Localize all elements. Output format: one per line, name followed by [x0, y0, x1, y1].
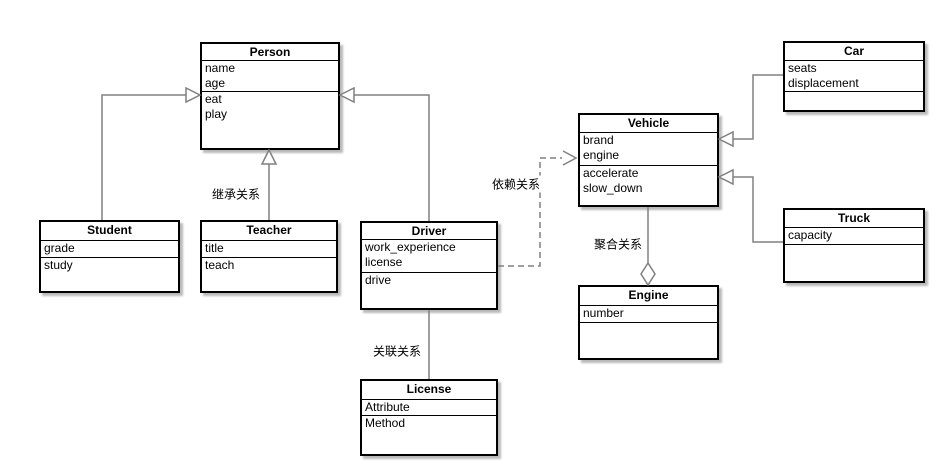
attribute: seats	[788, 61, 817, 75]
class-license: License Attribute Method	[360, 379, 498, 456]
edge-student-person-inheritance	[101, 86, 202, 220]
attribute: number	[583, 306, 624, 320]
method: play	[205, 107, 228, 121]
attribute: license	[365, 255, 403, 269]
open-arrowhead-icon	[562, 150, 578, 166]
class-student-methods: study	[41, 257, 178, 291]
edge-car-vehicle-inheritance	[717, 74, 783, 148]
edge-vehicle-engine-aggregation	[640, 207, 656, 287]
class-student-attributes: grade	[41, 240, 178, 257]
class-car: Car seats displacement	[783, 41, 925, 112]
edge-label-inheritance: 继承关系	[210, 185, 262, 203]
edge-label-aggregation: 聚合关系	[592, 235, 644, 253]
method: eat	[205, 92, 222, 106]
edge-teacher-person-inheritance	[260, 148, 278, 220]
class-car-attributes: seats displacement	[785, 60, 923, 91]
class-person-methods: eat play	[202, 91, 338, 148]
class-truck-title: Truck	[837, 211, 870, 225]
class-car-title: Car	[843, 44, 864, 58]
class-person: Person name age eat play	[200, 42, 340, 150]
class-teacher-attributes: title	[202, 240, 336, 257]
edge-truck-vehicle-inheritance	[717, 168, 783, 243]
class-driver-methods: drive	[362, 272, 496, 308]
method: teach	[205, 258, 235, 272]
class-license-title: License	[406, 382, 452, 396]
method: slow_down	[583, 181, 643, 195]
class-person-attributes: name age	[202, 60, 338, 91]
hollow-diamond-icon	[640, 261, 656, 287]
edge-label-dependency: 依赖关系	[490, 175, 542, 193]
hollow-triangle-arrowhead-icon	[338, 86, 355, 104]
attribute: capacity	[788, 228, 833, 242]
class-student-title: Student	[87, 223, 132, 237]
class-engine-title: Engine	[628, 288, 669, 302]
class-person-title: Person	[249, 45, 291, 59]
class-teacher-methods: teach	[202, 257, 336, 291]
attribute: title	[205, 241, 224, 255]
attribute: displacement	[788, 76, 859, 90]
class-truck-attributes: capacity	[785, 227, 923, 244]
class-student: Student grade study	[39, 220, 180, 293]
class-driver-title: Driver	[411, 224, 447, 238]
class-license-methods: Method	[362, 415, 496, 454]
edge-driver-person-inheritance	[338, 86, 430, 221]
method: drive	[365, 273, 392, 287]
class-teacher: Teacher title teach	[200, 220, 338, 293]
class-license-attributes: Attribute	[362, 399, 496, 415]
class-truck-methods	[785, 244, 923, 281]
class-driver: Driver work_experience license drive	[360, 221, 498, 310]
attribute: Attribute	[365, 400, 410, 414]
attribute: work_experience	[365, 240, 456, 254]
method: Method	[365, 416, 406, 430]
edge-driver-vehicle-dependency	[498, 150, 578, 267]
class-engine: Engine number	[578, 285, 719, 360]
hollow-triangle-arrowhead-icon	[717, 130, 734, 148]
class-vehicle-title: Vehicle	[627, 116, 670, 130]
class-engine-methods	[580, 322, 717, 358]
method: study	[44, 258, 73, 272]
class-vehicle: Vehicle brand engine accelerate slow_dow…	[578, 113, 719, 207]
class-engine-attributes: number	[580, 305, 717, 322]
attribute: name	[205, 61, 236, 75]
hollow-triangle-arrowhead-icon	[185, 86, 202, 104]
class-car-methods	[785, 91, 923, 110]
attribute: age	[205, 76, 226, 90]
class-truck: Truck capacity	[783, 208, 925, 283]
class-vehicle-methods: accelerate slow_down	[580, 165, 717, 205]
attribute: engine	[583, 148, 620, 162]
class-driver-attributes: work_experience license	[362, 239, 496, 272]
edge-label-association: 关联关系	[371, 342, 423, 360]
attribute: grade	[44, 241, 75, 255]
hollow-triangle-arrowhead-icon	[717, 168, 734, 186]
hollow-triangle-arrowhead-icon	[260, 148, 278, 165]
method: accelerate	[583, 166, 639, 180]
class-vehicle-attributes: brand engine	[580, 132, 717, 165]
attribute: brand	[583, 133, 614, 147]
class-teacher-title: Teacher	[246, 223, 292, 237]
